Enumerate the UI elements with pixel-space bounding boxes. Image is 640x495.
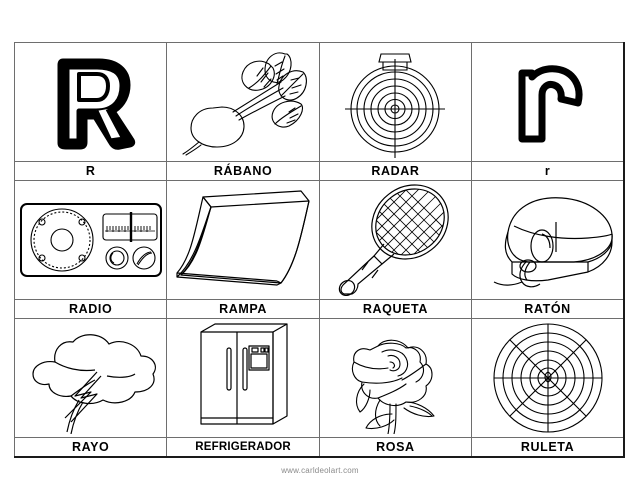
radio-drawing-icon [19, 203, 162, 277]
cell-picture-rabano[interactable] [166, 42, 320, 162]
radish-drawing-icon [182, 52, 307, 156]
refrigerator-drawing-icon [200, 323, 288, 425]
picture-row [13, 42, 625, 162]
cell-picture-raqueta[interactable] [318, 180, 473, 300]
cell-picture-rayo[interactable] [13, 318, 168, 438]
label-lowercase-r: r [471, 161, 625, 181]
label-uppercase-r: R [13, 161, 168, 181]
rose-drawing-icon [352, 339, 435, 434]
label-raqueta: RAQUETA [318, 299, 473, 319]
cell-picture-lowercase-r[interactable] [471, 42, 625, 162]
site-credit: www.carldeolart.com [281, 466, 359, 475]
picture-row [13, 180, 625, 300]
radar-drawing-icon [345, 53, 446, 158]
cell-picture-rampa[interactable] [166, 180, 320, 300]
label-rabano: RÁBANO [166, 161, 320, 181]
lowercase-letter-r-outline-icon [518, 65, 583, 143]
picture-row [13, 318, 625, 438]
label-radar: RADAR [318, 161, 473, 181]
label-row: RADIO RAMPA RAQUETA RATÓN [13, 299, 625, 319]
racket-drawing-icon [339, 184, 457, 296]
label-refrigerador: REFRIGERADOR [166, 437, 320, 458]
cell-picture-raton[interactable] [471, 180, 625, 300]
roulette-drawing-icon [493, 323, 603, 433]
label-ruleta: RULETA [471, 437, 625, 458]
uppercase-letter-r-outline-icon [57, 58, 135, 150]
cell-picture-uppercase-r[interactable] [13, 42, 168, 162]
cell-picture-refrigerador[interactable] [166, 318, 320, 438]
label-rosa: ROSA [318, 437, 473, 458]
computer-mouse-drawing-icon [493, 197, 613, 288]
cell-picture-ruleta[interactable] [471, 318, 625, 438]
cell-picture-radar[interactable] [318, 42, 473, 162]
cell-picture-rosa[interactable] [318, 318, 473, 438]
label-radio: RADIO [13, 299, 168, 319]
label-rampa: RAMPA [166, 299, 320, 319]
cell-picture-radio[interactable] [13, 180, 168, 300]
label-row: RAYO REFRIGERADOR ROSA RULETA [13, 437, 625, 458]
label-row: R RÁBANO RADAR r [13, 161, 625, 181]
lightning-cloud-drawing-icon [32, 334, 156, 434]
ramp-drawing-icon [176, 190, 310, 286]
label-raton: RATÓN [471, 299, 625, 319]
label-rayo: RAYO [13, 437, 168, 458]
alphabet-worksheet-table: R RÁBANO RADAR r [13, 42, 625, 458]
